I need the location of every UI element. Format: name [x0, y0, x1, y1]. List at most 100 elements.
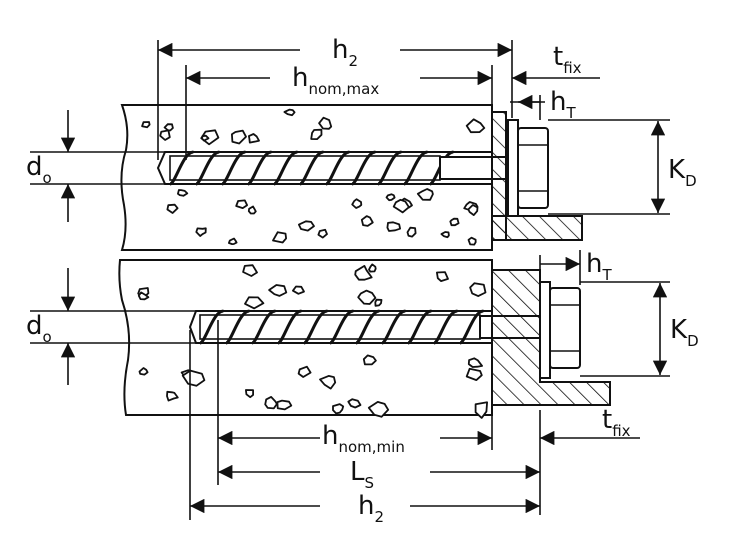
aggregate-stone: [392, 198, 410, 214]
top-concrete-aggregate: [141, 108, 486, 246]
bottom-concrete-aggregate: [137, 263, 489, 419]
aggregate-stone: [469, 282, 487, 298]
aggregate-stone: [242, 264, 258, 277]
aggregate-stone: [406, 226, 417, 238]
thread-turn: [277, 309, 302, 345]
aggregate-stone: [291, 285, 305, 295]
thread-turn: [381, 309, 406, 345]
thread-turn: [251, 309, 276, 345]
aggregate-stone: [467, 357, 484, 368]
aggregate-stone: [465, 118, 486, 134]
aggregate-stone: [367, 400, 390, 418]
aggregate-stone: [297, 220, 315, 232]
aggregate-stone: [386, 221, 402, 232]
thread-turn: [403, 150, 428, 186]
top-installation: [120, 104, 583, 251]
thread-turn: [303, 309, 328, 345]
thread-turn: [169, 150, 194, 186]
aggregate-stone: [272, 231, 288, 244]
label-KD-top: KD: [668, 155, 697, 190]
label-do-bottom: do: [26, 311, 52, 346]
aggregate-stone: [360, 215, 374, 227]
aggregate-stone: [247, 205, 257, 215]
label-hT-top: hT: [550, 87, 576, 122]
aggregate-stone: [467, 236, 477, 246]
aggregate-stone: [317, 228, 328, 239]
label-tfix-bottom: tfix: [602, 405, 631, 440]
bottom-installation: [118, 259, 611, 419]
aggregate-stone: [440, 231, 450, 239]
aggregate-stone: [247, 133, 260, 144]
aggregate-stone: [368, 263, 377, 273]
bottom-screw-thread: [199, 309, 484, 345]
thread-turn: [221, 150, 246, 186]
dimension-labels: h2 tfix hnom,max hT do KD hT do KD tfix …: [26, 35, 699, 526]
label-hT-bottom: hT: [586, 249, 612, 284]
top-washer: [507, 119, 519, 217]
aggregate-stone: [264, 395, 278, 410]
aggregate-stone: [141, 121, 151, 129]
aggregate-stone: [319, 374, 337, 390]
aggregate-stone: [176, 189, 189, 197]
thread-turn: [433, 309, 458, 345]
aggregate-stone: [385, 193, 396, 202]
aggregate-stone: [435, 271, 449, 283]
bottom-hex-head: [549, 287, 581, 369]
top-hex-head: [517, 127, 549, 209]
aggregate-stone: [181, 369, 206, 387]
thread-turn: [225, 309, 250, 345]
aggregate-stone: [227, 237, 238, 246]
aggregate-stone: [416, 188, 434, 201]
aggregate-stone: [137, 291, 150, 301]
aggregate-stone: [244, 389, 255, 399]
top-screw-thread: [169, 150, 454, 186]
thread-turn: [329, 309, 354, 345]
aggregate-stone: [297, 365, 312, 378]
label-hnom-max: hnom,max: [292, 63, 379, 98]
thread-turn: [407, 309, 432, 345]
aggregate-stone: [163, 123, 174, 132]
label-KD-bottom: KD: [670, 315, 699, 350]
aggregate-stone: [318, 116, 333, 130]
thread-turn: [247, 150, 272, 186]
aggregate-stone: [159, 129, 171, 141]
aggregate-stone: [166, 203, 179, 214]
aggregate-stone: [235, 199, 249, 210]
aggregate-stone: [332, 403, 345, 415]
aggregate-stone: [357, 289, 377, 305]
thread-turn: [273, 150, 298, 186]
thread-turn: [459, 309, 484, 345]
thread-turn: [195, 150, 220, 186]
label-hnom-min: hnom,min: [322, 421, 405, 456]
aggregate-stone: [374, 298, 383, 307]
top-angle-bracket: [491, 215, 583, 241]
label-h2-bottom: h2: [358, 491, 384, 526]
thread-turn: [377, 150, 402, 186]
bottom-washer: [539, 281, 551, 379]
aggregate-stone: [244, 296, 265, 310]
aggregate-stone: [195, 227, 207, 237]
aggregate-stone: [268, 284, 288, 297]
aggregate-stone: [467, 204, 479, 217]
thread-turn: [199, 309, 224, 345]
aggregate-stone: [230, 129, 247, 145]
aggregate-stone: [354, 264, 373, 281]
thread-turn: [351, 150, 376, 186]
aggregate-stone: [465, 367, 483, 382]
aggregate-stone: [362, 354, 377, 366]
thread-turn: [325, 150, 350, 186]
thread-turn: [355, 309, 380, 345]
label-do-top: do: [26, 152, 52, 187]
thread-turn: [299, 150, 324, 186]
aggregate-stone: [474, 401, 489, 419]
aggregate-stone: [201, 134, 210, 142]
aggregate-stone: [166, 390, 179, 402]
aggregate-stone: [351, 198, 363, 209]
label-h2-top: h2: [332, 35, 358, 70]
aggregate-stone: [449, 217, 460, 227]
aggregate-stone: [310, 128, 323, 141]
label-Ls: LS: [350, 457, 374, 492]
aggregate-stone: [347, 398, 362, 409]
aggregate-stone: [138, 367, 149, 376]
